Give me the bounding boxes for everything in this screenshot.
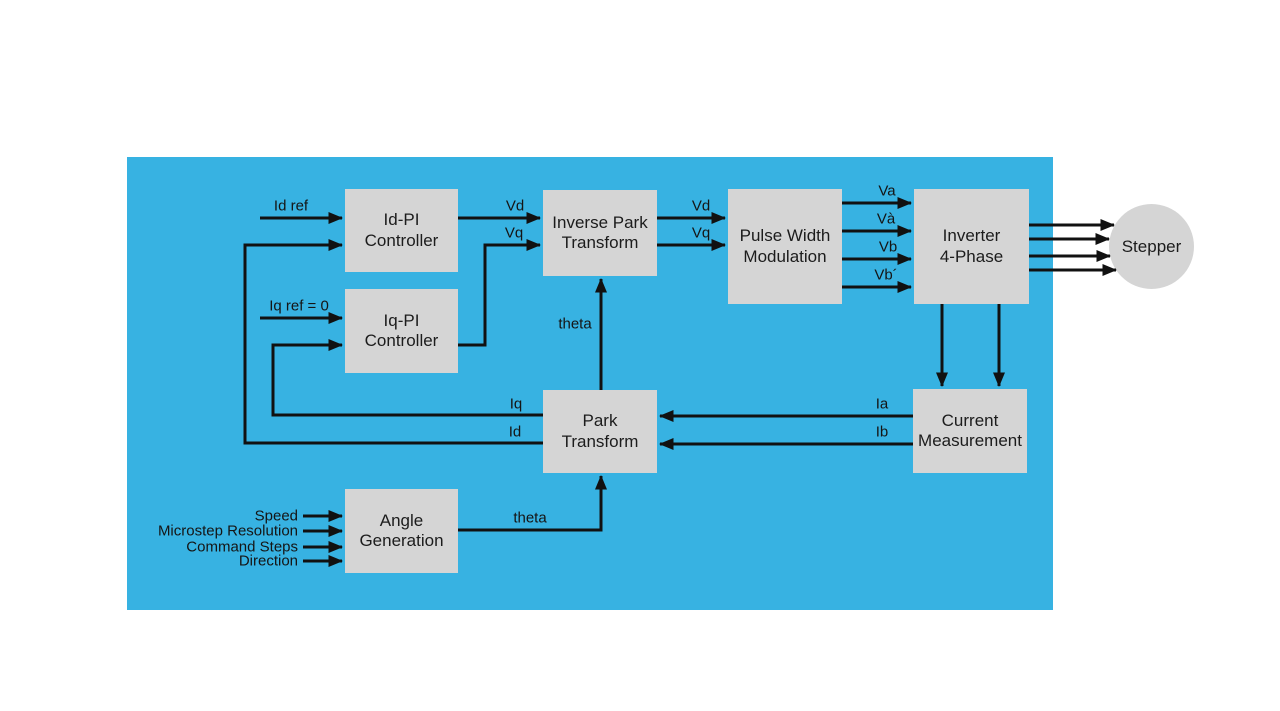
block-label: 4-Phase <box>939 246 1004 266</box>
input-label-direction: Direction <box>238 552 298 570</box>
signal-label-ib: Ib <box>875 423 889 441</box>
signal-label-vb-inverted: Vb´ <box>874 266 898 284</box>
block-label: Modulation <box>743 246 827 266</box>
block-label: Current <box>941 410 999 430</box>
signal-label-vd-out: Vd <box>691 197 711 215</box>
input-label-microstep-resolution: Microstep Resolution <box>157 522 298 540</box>
block-pulse-width-modulation: Pulse Width Modulation <box>728 189 842 304</box>
signal-label-theta-lower: theta <box>513 509 547 527</box>
signal-label-id-ref: Id ref <box>273 197 309 215</box>
signal-label-vd-in: Vd <box>505 197 525 215</box>
block-label: Controller <box>364 331 439 350</box>
signal-label-iq-feedback: Iq <box>509 395 523 413</box>
block-iq-pi-controller: Iq-PI Controller <box>345 289 458 373</box>
block-label: Measurement <box>918 431 1022 450</box>
signal-label-id-feedback: Id <box>508 423 522 441</box>
block-label: Id-PI <box>383 210 420 230</box>
signal-label-vb: Vb <box>878 238 898 256</box>
block-label: Transform <box>561 233 639 252</box>
input-label-speed: Speed <box>254 507 298 525</box>
block-label: Iq-PI <box>383 310 420 330</box>
block-label: Angle <box>379 510 424 530</box>
block-label: Pulse Width <box>739 226 831 246</box>
signal-label-va-inverted: Và <box>876 210 896 228</box>
block-park-transform: Park Transform <box>543 390 657 473</box>
block-id-pi-controller: Id-PI Controller <box>345 189 458 272</box>
block-label: Stepper <box>1121 236 1182 256</box>
block-angle-generation: Angle Generation <box>345 489 458 573</box>
block-label: Controller <box>364 230 439 250</box>
signal-label-va: Va <box>878 182 896 200</box>
block-label: Generation <box>359 531 444 550</box>
block-inverse-park-transform: Inverse Park Transform <box>543 190 657 276</box>
block-label: Park <box>582 411 618 431</box>
input-label-command-steps: Command Steps <box>186 538 298 556</box>
block-label: Transform <box>561 431 639 451</box>
block-inverter-4-phase: Inverter 4-Phase <box>914 189 1029 304</box>
signal-label-vq-in: Vq <box>504 224 524 242</box>
signal-label-ia: Ia <box>875 395 889 413</box>
signal-label-vq-out: Vq <box>691 224 711 242</box>
block-current-measurement: Current Measurement <box>913 389 1027 473</box>
signal-label-iq-ref: Iq ref = 0 <box>269 297 329 315</box>
signal-label-theta-upper: theta <box>558 315 592 333</box>
node-stepper-motor: Stepper <box>1109 204 1194 289</box>
block-label: Inverse Park <box>552 212 648 232</box>
block-label: Inverter <box>942 226 1001 246</box>
